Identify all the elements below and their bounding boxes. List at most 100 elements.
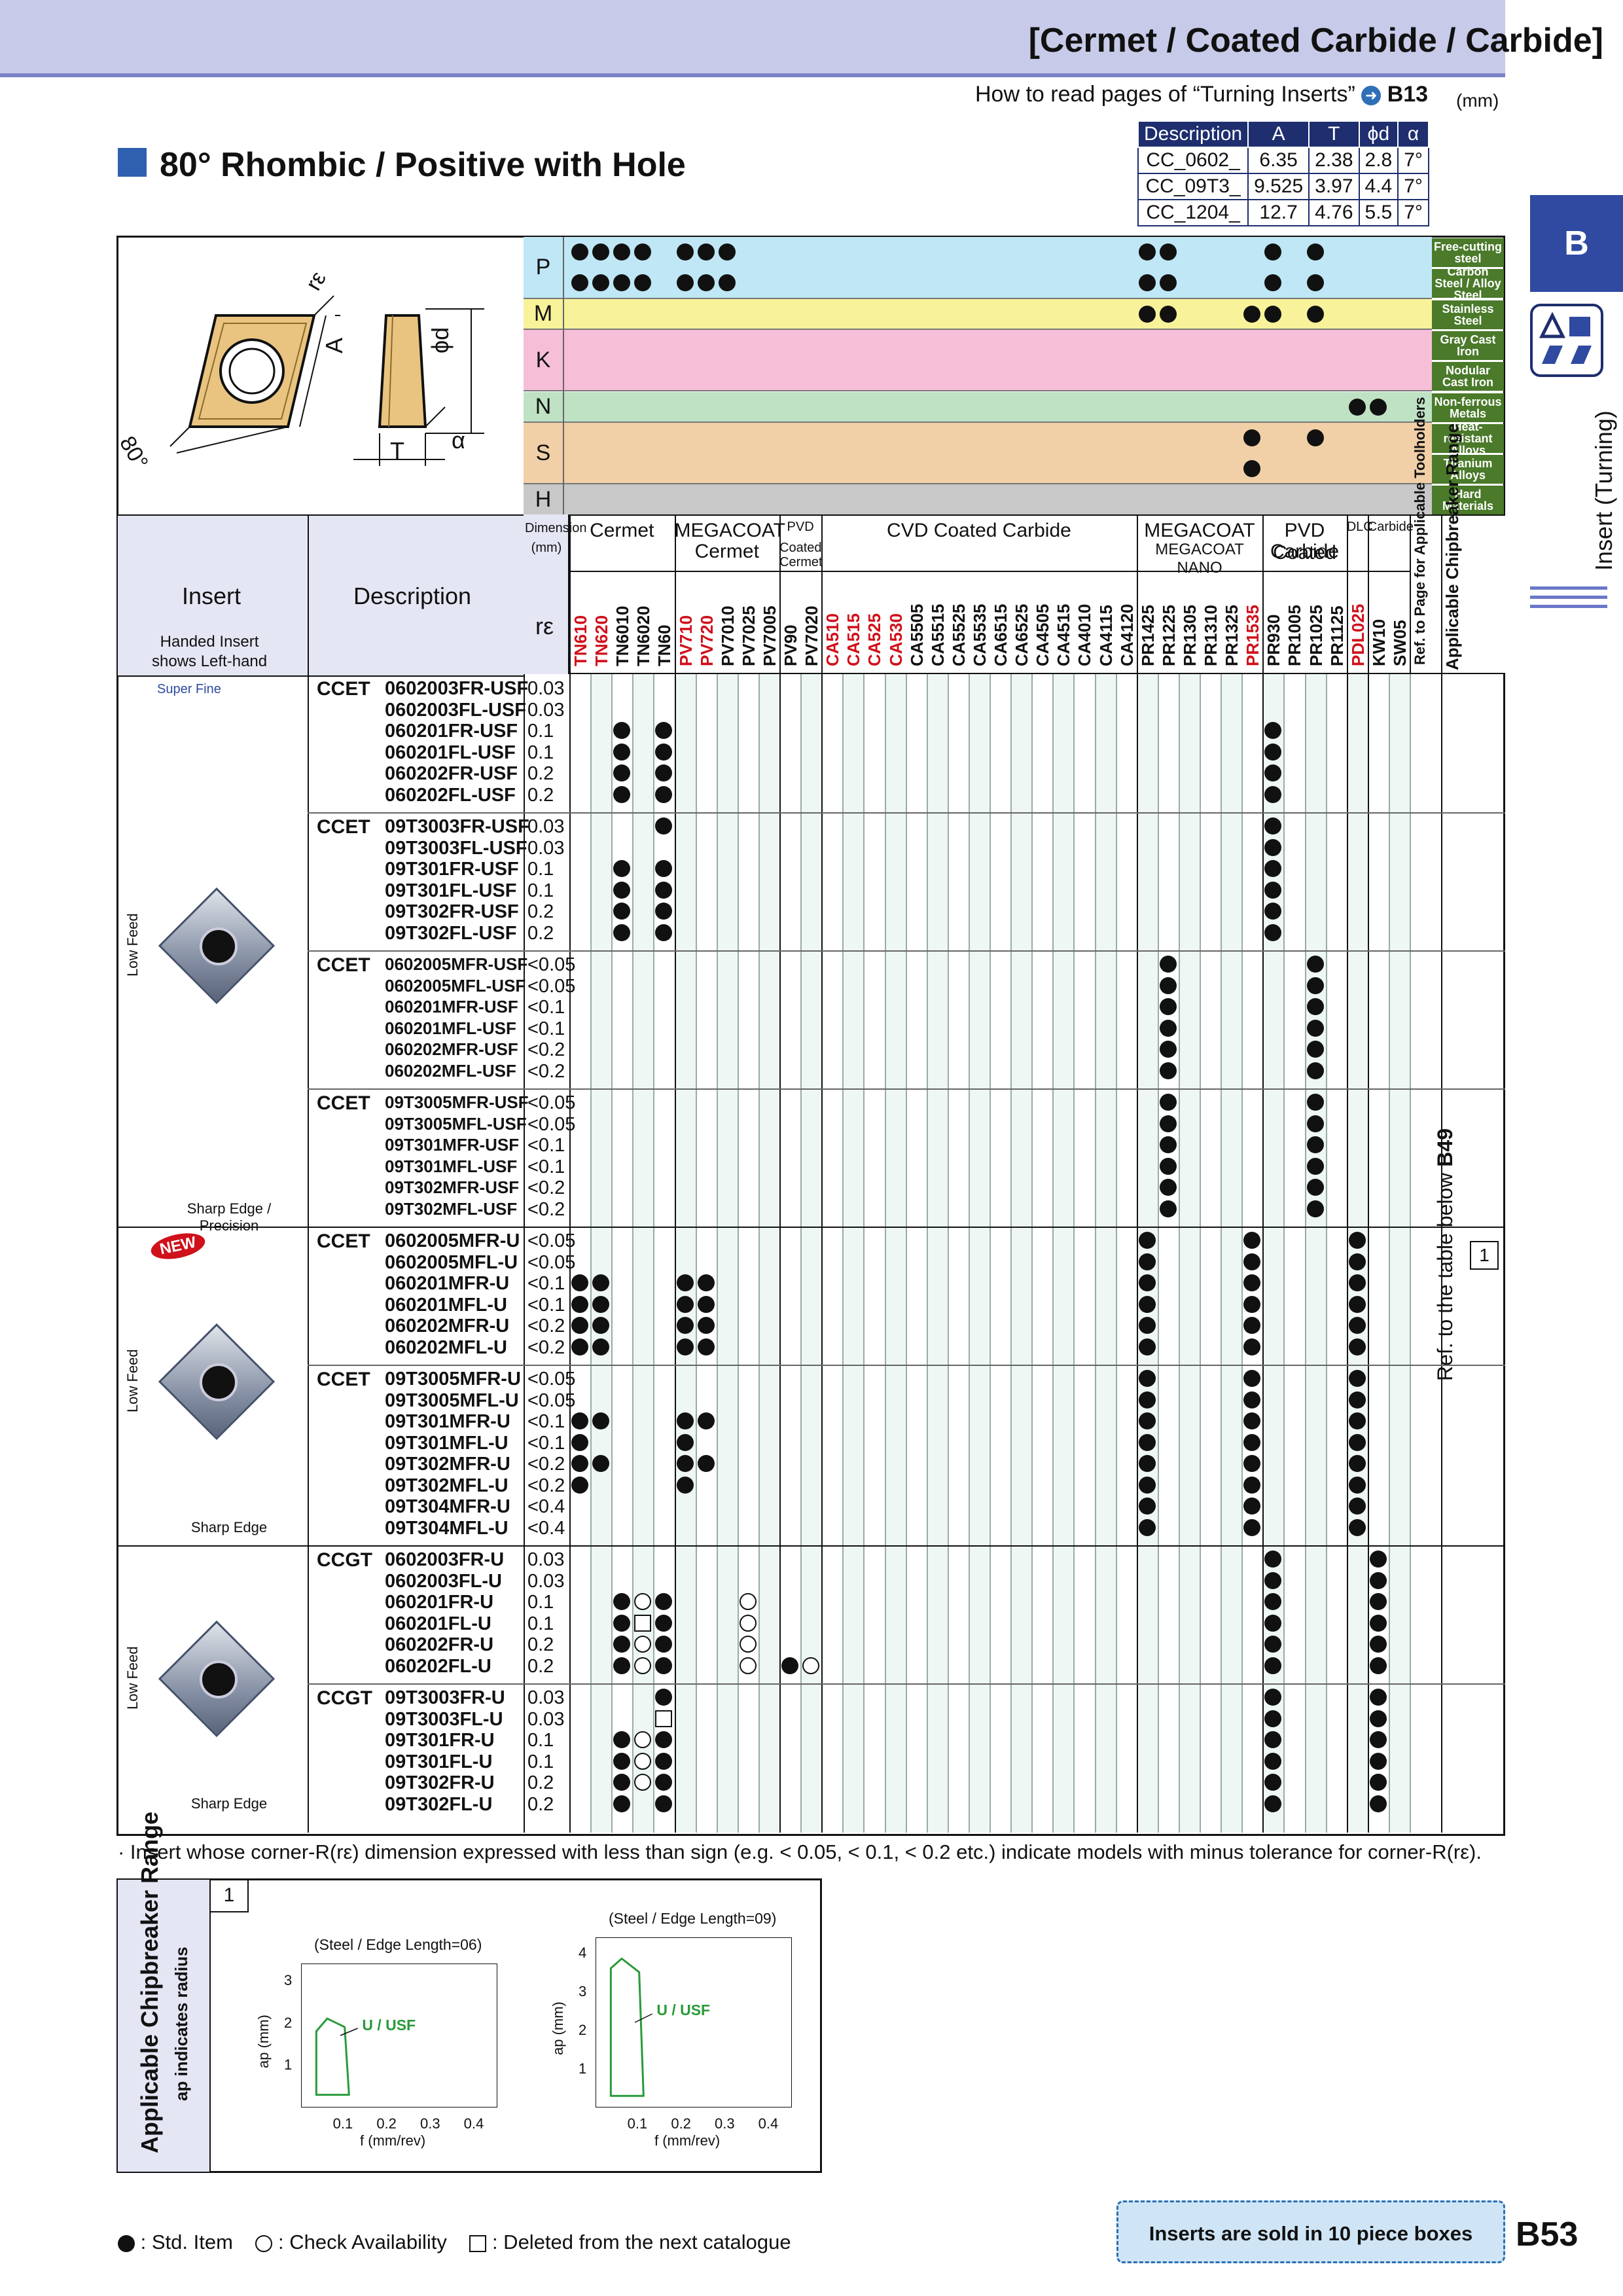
grade-name-ca515: CA515 [844, 613, 864, 666]
grade-name-ca530: CA530 [885, 613, 906, 666]
std-item-mark [1159, 1019, 1177, 1037]
grade-name-ca5505: CA5505 [906, 603, 927, 666]
dims-cell: 4.76 [1308, 199, 1360, 226]
column-line [1073, 674, 1075, 1833]
product-table [116, 236, 1505, 1836]
insert-code: 09T302FL-USF [385, 922, 517, 944]
workpiece-label: Free-cutting steel [1432, 238, 1504, 267]
grade-name-tn620: TN620 [592, 615, 612, 666]
column-line [653, 674, 655, 1833]
std-item-mark [655, 1657, 673, 1674]
grade-group-name: Carbide [1367, 520, 1414, 534]
column-stripe [884, 674, 906, 1833]
insert-code: 060202MFL-U [385, 1336, 507, 1358]
insert-code: 09T302FR-USF [385, 901, 519, 922]
edge-type: Sharp Edge [190, 1519, 268, 1535]
column-line [632, 674, 634, 1833]
column-stripe [1304, 674, 1326, 1833]
std-item-mark [1264, 817, 1282, 834]
grade-group [821, 514, 1137, 674]
label-leader [340, 2028, 358, 2036]
std-item-mark [1264, 881, 1282, 899]
workpiece-letter: H [535, 487, 552, 512]
dims-cell: 2.38 [1308, 147, 1360, 174]
ref-page-header: Ref. to Page for Applicable Toolholders [1412, 397, 1428, 665]
std-item-mark [1264, 1795, 1282, 1812]
insert-code: 09T301MFL-U [385, 1432, 508, 1454]
chapter-label: Insert (Turning) [1590, 410, 1617, 571]
std-item-mark [676, 1433, 694, 1451]
std-item-mark [1264, 903, 1282, 920]
application-mark [718, 274, 736, 292]
grade-group-line [1346, 571, 1368, 572]
std-item-mark [571, 1476, 588, 1494]
chipbreaker-range-area [315, 2017, 350, 2096]
std-item-mark [1348, 1232, 1366, 1249]
std-item-mark [613, 1774, 631, 1791]
howto-link[interactable]: How to read pages of “Turning Inserts” ➜… [975, 82, 1428, 107]
std-item-mark [1264, 838, 1282, 856]
std-item-mark [1369, 1551, 1387, 1568]
block-divider [308, 1365, 1505, 1366]
application-mark [634, 243, 652, 260]
workpiece-row-n [524, 391, 1432, 423]
std-item-mark [1369, 1710, 1387, 1727]
howto-ref: B13 [1387, 82, 1429, 107]
grade-group-name: Cermet [590, 520, 654, 541]
grade-name-pr1005: PR1005 [1285, 605, 1305, 666]
drawing-label-a: A [321, 337, 348, 353]
check-availability-mark [802, 1657, 820, 1674]
column-stripe [716, 674, 738, 1833]
application-mark [1264, 305, 1282, 323]
chapter-tab-b[interactable]: B [1530, 195, 1623, 292]
application-mark [1243, 460, 1261, 478]
std-item-mark [1138, 1412, 1156, 1429]
insert-type: CCET [317, 816, 370, 838]
tab-divider [1530, 586, 1607, 590]
check-availability-mark [739, 1614, 757, 1632]
chart-caption: (Steel / Edge Length=09) [609, 1910, 777, 1927]
insert-drawing [118, 237, 524, 512]
column-line [863, 674, 865, 1833]
corner-radius: 0.03 [527, 1549, 565, 1570]
corner-radius: <0.4 [527, 1517, 565, 1539]
std-item-mark [1306, 1062, 1324, 1079]
column-line [1094, 674, 1096, 1833]
application-mark [1264, 274, 1282, 292]
check-availability-mark [634, 1731, 652, 1748]
grade-group [1262, 514, 1346, 674]
y-tick-label: 3 [284, 1971, 293, 1988]
std-item-mark [1159, 1136, 1177, 1153]
unit-label: (mm) [1456, 90, 1499, 111]
std-item-mark [1159, 977, 1177, 994]
column-stripe [1010, 674, 1032, 1833]
std-item-mark [1369, 1614, 1387, 1632]
column-stripe [800, 674, 822, 1833]
std-item-mark [1243, 1317, 1261, 1334]
application-mark [1138, 305, 1156, 323]
std-item-mark [1243, 1391, 1261, 1408]
tab-divider [1530, 605, 1607, 608]
check-availability-mark [634, 1774, 652, 1791]
std-item-mark [697, 1317, 715, 1334]
std-item-mark [1138, 1433, 1156, 1451]
std-item-mark [1264, 764, 1282, 781]
column-line [1031, 674, 1033, 1833]
std-item-mark [1369, 1731, 1387, 1748]
application-mark [1264, 243, 1282, 260]
std-item-mark [1348, 1498, 1366, 1515]
dims-header-cell: ϕd [1358, 120, 1399, 148]
column-line [1410, 674, 1411, 1833]
grade-name-ca6515: CA6515 [991, 603, 1010, 666]
grade-group-sub2: Cermet [779, 555, 823, 569]
std-item-mark [613, 743, 631, 761]
std-item-mark [676, 1412, 694, 1429]
std-item-mark [1369, 1752, 1387, 1770]
corner-radius: 0.2 [527, 1793, 554, 1815]
std-item-mark [1306, 977, 1324, 994]
workpiece-letter: K [535, 348, 551, 373]
std-item-mark [1138, 1295, 1156, 1313]
column-line [308, 674, 309, 1833]
std-item-mark [655, 1636, 673, 1653]
feed-category: Low Feed [124, 1646, 141, 1710]
